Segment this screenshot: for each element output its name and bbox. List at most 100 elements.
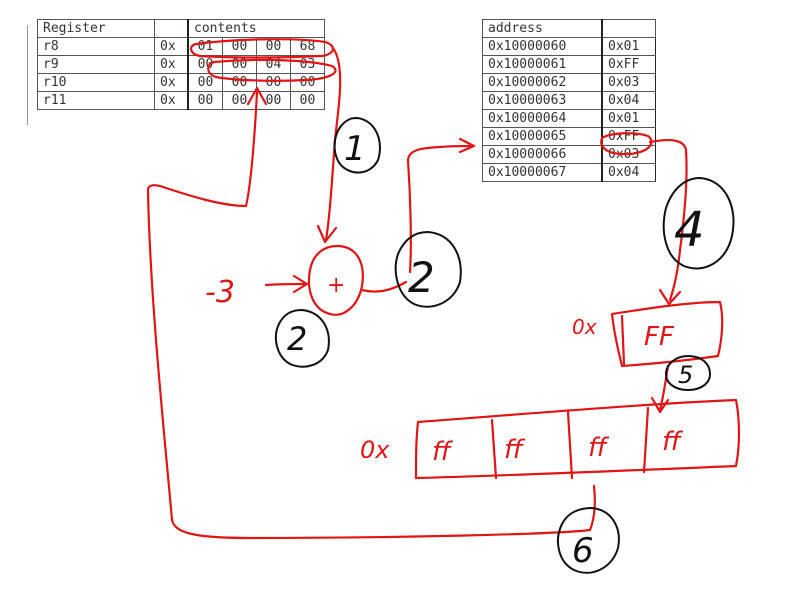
register-header: Register [37,19,155,38]
extended-divider [490,418,498,480]
memory-address: 0x10000061 [482,55,603,74]
byte-cell: 01 [187,37,223,56]
register-table: Register contents r8 0x 01 00 00 68 r9 0… [37,19,325,110]
step-4-circle [662,177,735,270]
memory-row: 0x10000061 0xFF [482,55,656,74]
extended-byte: ff [504,435,526,465]
hex-prefix: 0x [154,73,189,92]
register-row-r11: r11 0x 00 00 00 00 [37,91,325,110]
byte-cell: 00 [222,73,257,92]
address-to-memory-arrowhead [458,137,476,154]
memory-row: 0x10000062 0x03 [482,73,656,92]
extended-divider [642,406,650,474]
offset-input: -3 [205,275,235,310]
address-to-memory-arrow [406,144,474,274]
memory-row: 0x10000065 0xFF [482,127,656,146]
step-1-label: 1 [344,129,366,169]
extended-byte: ff [662,427,684,457]
adder-output-line [360,280,408,293]
step-6-label: 6 [572,531,594,571]
r8-to-adder-arrowhead [316,224,338,244]
register-name: r8 [37,37,155,56]
step-2b-label: 2 [408,253,435,302]
extended-divider [566,410,574,480]
register-row-r10: r10 0x 00 00 00 00 [37,73,325,92]
extended-byte: ff [588,433,610,463]
memory-value: 0x01 [601,109,656,128]
memory-table: address 0x10000060 0x01 0x10000061 0xFF … [482,19,656,182]
byte-to-extended-arrowhead [650,396,670,414]
memory-row: 0x10000064 0x01 [482,109,656,128]
memory-value: 0x03 [601,145,656,164]
byte-cell: 00 [187,91,223,110]
memory-value: 0x04 [601,91,656,110]
adder-symbol: + [327,273,345,298]
offset-to-adder-arrow [264,282,308,287]
memory-value: 0x01 [601,37,656,56]
memory-address: 0x10000066 [482,145,603,164]
step-2a-label: 2 [287,320,307,358]
memory-row: 0x10000063 0x04 [482,91,656,110]
contents-header: contents [187,19,325,38]
adder-circle [307,244,364,316]
value-header [601,19,656,38]
byte-cell: 68 [290,37,325,56]
memory-address: 0x10000064 [482,109,603,128]
step-1-circle [333,117,381,174]
memory-address: 0x10000063 [482,91,603,110]
memory-value: 0x03 [601,73,656,92]
extended-prefix: 0x [360,436,390,464]
prefix-header [154,19,189,38]
memory-value: 0xFF [601,127,656,146]
loaded-byte-box [610,300,724,368]
memory-value: 0x04 [601,163,656,182]
byte-cell: 00 [290,91,325,110]
step-6-circle [557,507,620,574]
byte-cell: 00 [222,37,257,56]
address-header: address [482,19,603,38]
memory-row: 0x10000066 0x03 [482,145,656,164]
loaded-byte-prefix: 0x [572,315,597,339]
extended-word-box [414,398,741,480]
register-row-r9: r9 0x 00 00 04 03 [37,55,325,74]
register-name: r10 [37,73,155,92]
memory-table-header: address [482,19,656,38]
extended-byte: ff [432,437,454,467]
memory-address: 0x10000065 [482,127,603,146]
step-2a-circle [274,309,330,368]
hex-prefix: 0x [154,37,189,56]
r8-to-adder-arrow [324,46,342,242]
register-name: r11 [37,91,155,110]
byte-cell: 00 [187,55,223,74]
step-2b-circle [394,231,462,308]
memory-address: 0x10000062 [482,73,603,92]
loaded-byte-value: FF [644,322,675,352]
byte-cell: 00 [256,73,291,92]
memory-to-byte-arrowhead [658,288,682,306]
memory-value: 0xFF [601,55,656,74]
byte-cell: 00 [256,37,291,56]
memory-row: 0x10000067 0x04 [482,163,656,182]
hex-prefix: 0x [154,91,189,110]
byte-cell: 00 [290,73,325,92]
byte-cell: 00 [256,91,291,110]
memory-address: 0x10000067 [482,163,603,182]
table-edge-line [27,25,28,125]
byte-cell: 00 [187,73,223,92]
step-4-label: 4 [674,202,705,258]
step-5-label: 5 [678,361,693,389]
offset-to-adder-arrowhead [292,274,309,294]
register-table-header: Register contents [37,19,325,38]
register-row-r8: r8 0x 01 00 00 68 [37,37,325,56]
hex-prefix: 0x [154,55,189,74]
memory-row: 0x10000060 0x01 [482,37,656,56]
byte-cell: 03 [290,55,325,74]
byte-cell: 04 [256,55,291,74]
byte-to-extended-arrow [658,364,670,412]
step-5-circle [665,355,711,391]
byte-cell: 00 [222,55,257,74]
loaded-byte-divider [620,314,626,366]
memory-address: 0x10000060 [482,37,603,56]
byte-cell: 00 [222,91,257,110]
register-name: r9 [37,55,155,74]
